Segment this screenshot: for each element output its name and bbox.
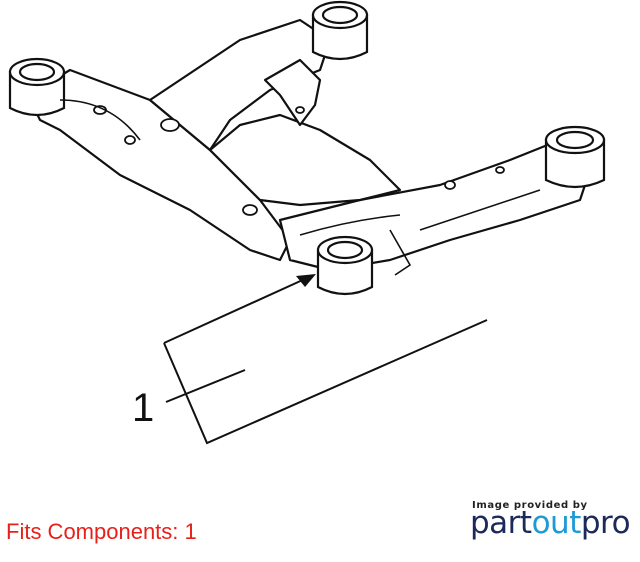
brand-part: part xyxy=(470,505,532,541)
image-provided-by-label: Image provided by xyxy=(472,500,588,511)
callout-number: 1 xyxy=(132,386,155,430)
brand-pro: pro xyxy=(580,505,631,541)
fits-components-text: Fits Components: 1 xyxy=(6,519,197,544)
mount-bushing-front-center xyxy=(316,235,374,296)
subframe-diagram xyxy=(8,0,606,445)
callout-arrowhead xyxy=(296,274,316,287)
subframe-inner-cutout xyxy=(208,113,402,207)
callout-bracket xyxy=(163,277,488,445)
subframe-bracket xyxy=(263,58,322,127)
brand-out: out xyxy=(531,505,582,541)
mount-bushing-front-left xyxy=(8,57,66,117)
partoutpro-logo: partoutpro xyxy=(470,505,631,541)
mount-bushing-right xyxy=(544,125,606,189)
callout-leader xyxy=(165,369,246,403)
mount-bushing-rear-left xyxy=(311,0,369,61)
subframe-rear-arm xyxy=(148,18,332,152)
